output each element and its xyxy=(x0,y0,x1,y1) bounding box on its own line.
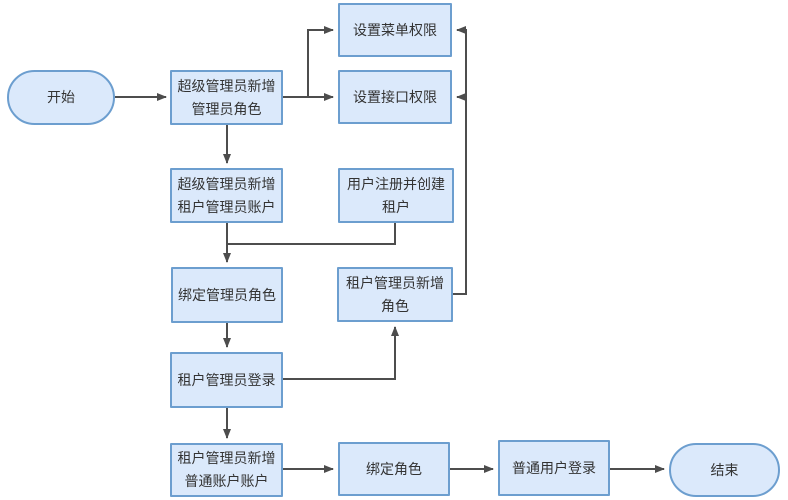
node-tenant-admin-login-label: 租户管理员登录 xyxy=(177,371,276,388)
edge-super-admin-add-admin-role-to-set-menu-permission xyxy=(283,26,334,98)
node-bind-role: 绑定角色 xyxy=(338,442,450,496)
node-bind-role-label: 绑定角色 xyxy=(366,460,422,477)
edge-tenant-admin-login-to-tenant-admin-add-role xyxy=(283,326,399,380)
node-set-api-permission-label: 设置接口权限 xyxy=(353,88,437,105)
node-tenant-admin-login: 租户管理员登录 xyxy=(170,352,283,408)
node-super-admin-add-tenant-admin: 超级管理员新增租户管理员账户 xyxy=(170,168,283,223)
node-set-menu-permission: 设置菜单权限 xyxy=(338,3,452,57)
node-start: 开始 xyxy=(7,70,115,125)
node-set-api-permission: 设置接口权限 xyxy=(338,70,452,124)
node-super-admin-add-admin-role-label: 超级管理员新增管理员角色 xyxy=(177,77,276,117)
node-tenant-admin-add-normal-account: 租户管理员新增普通账户账户 xyxy=(170,443,283,497)
edge-tenant-admin-add-role-to-set-menu-permission xyxy=(453,26,467,295)
node-tenant-admin-add-role: 租户管理员新增角色 xyxy=(337,267,453,322)
node-normal-user-login-label: 普通用户登录 xyxy=(512,459,596,476)
node-start-label: 开始 xyxy=(47,89,75,105)
edge-user-register-create-tenant-to-bind-admin-role xyxy=(227,223,396,245)
node-user-register-create-tenant: 用户注册并创建租户 xyxy=(338,168,454,223)
node-end: 结束 xyxy=(669,443,780,497)
node-bind-admin-role-label: 绑定管理员角色 xyxy=(178,286,276,303)
node-tenant-admin-add-role-label: 租户管理员新增角色 xyxy=(346,274,444,314)
node-normal-user-login: 普通用户登录 xyxy=(498,440,610,496)
node-end-label: 结束 xyxy=(710,461,739,478)
node-tenant-admin-add-normal-account-label: 租户管理员新增普通账户账户 xyxy=(177,450,276,489)
node-super-admin-add-admin-role: 超级管理员新增管理员角色 xyxy=(170,70,283,125)
node-user-register-create-tenant-label: 用户注册并创建租户 xyxy=(347,175,445,215)
node-super-admin-add-tenant-admin-label: 超级管理员新增租户管理员账户 xyxy=(177,175,276,215)
node-set-menu-permission-label: 设置菜单权限 xyxy=(353,21,437,38)
node-bind-admin-role: 绑定管理员角色 xyxy=(171,267,283,323)
